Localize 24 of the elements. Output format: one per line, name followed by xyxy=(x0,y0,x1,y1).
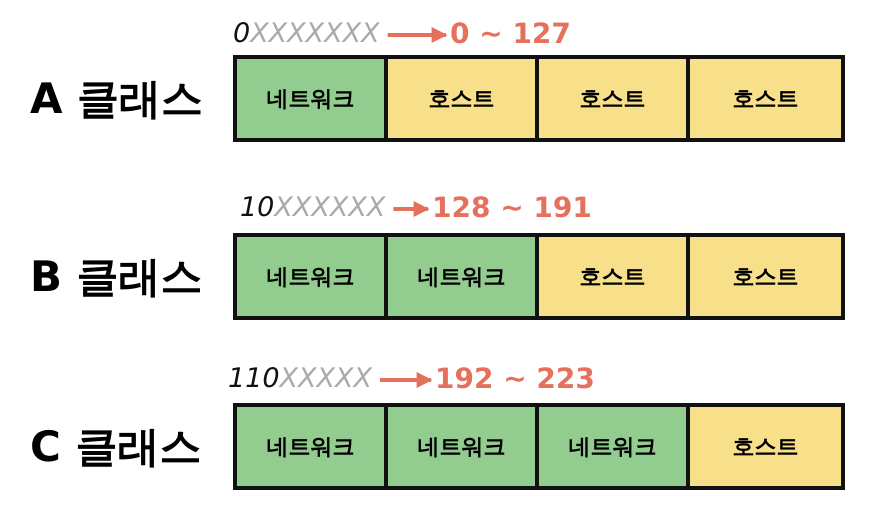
field-cell: 호스트 xyxy=(690,407,841,486)
field-cell: 호스트 xyxy=(690,59,841,138)
class-label: A 클래스 xyxy=(30,73,204,125)
field-cell: 호스트 xyxy=(539,59,686,138)
field-cell: 네트워크 xyxy=(388,407,535,486)
address-range: 128 ~ 191 xyxy=(432,192,592,224)
arrow xyxy=(380,372,433,388)
address-range: 0 ~ 127 xyxy=(450,18,571,50)
bit-pattern: 0XXXXXXX xyxy=(233,18,380,50)
field-cell: 네트워크 xyxy=(237,237,384,316)
bit-pattern: 10XXXXXX xyxy=(240,192,386,224)
field-cell: 호스트 xyxy=(690,237,841,316)
arrow xyxy=(388,27,448,43)
class-label: B 클래스 xyxy=(30,251,203,303)
field-cell: 네트워크 xyxy=(237,407,384,486)
field-cell: 네트워크 xyxy=(237,59,384,138)
field-cell: 호스트 xyxy=(388,59,535,138)
bit-pattern: 110XXXXX xyxy=(228,363,372,395)
arrow xyxy=(393,201,430,217)
field-cell: 네트워크 xyxy=(388,237,535,316)
class-label: C 클래스 xyxy=(30,421,202,473)
field-cell: 네트워크 xyxy=(539,407,686,486)
field-cell: 호스트 xyxy=(539,237,686,316)
address-range: 192 ~ 223 xyxy=(435,363,595,395)
